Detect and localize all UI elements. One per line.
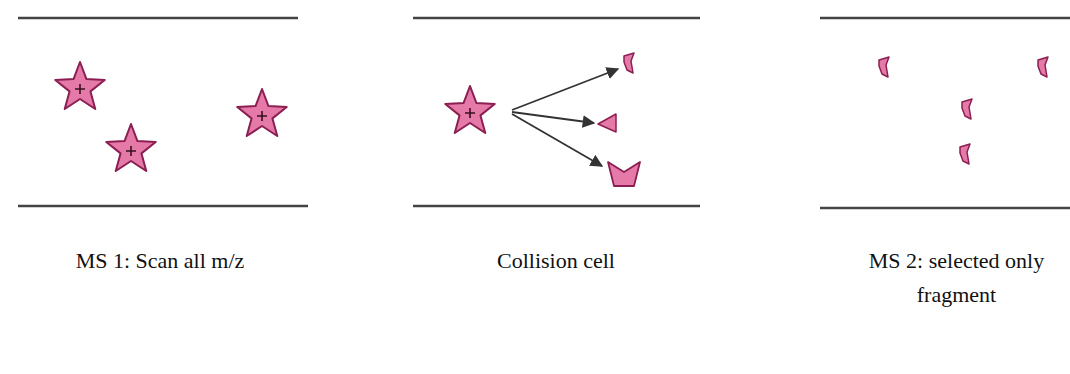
panel-caption: MS 1: Scan all m/z [20, 244, 300, 278]
caption-box: MS 1: Scan all m/z [20, 244, 300, 278]
ion-star [445, 86, 494, 133]
panel-caption: MS 2: selected only fragment [849, 244, 1064, 312]
fragment-arrow [512, 114, 602, 166]
panel-caption: Collision cell [436, 244, 676, 278]
fragment-arrow [512, 69, 618, 110]
fragment [608, 162, 640, 186]
panel-line [18, 205, 308, 208]
panel-line [820, 207, 1070, 210]
fragment [960, 144, 970, 164]
panel-line [18, 17, 298, 20]
fragment [624, 53, 634, 73]
ion-star [237, 89, 286, 136]
caption-box: MS 2: selected only fragment [849, 244, 1064, 312]
panel-line [820, 17, 1070, 20]
panel-line [413, 17, 700, 20]
ion-star [55, 62, 104, 109]
ion-star [106, 124, 155, 171]
fragment [879, 57, 889, 77]
fragment [962, 99, 972, 119]
caption-box: Collision cell [436, 244, 676, 278]
panel-line [413, 205, 700, 208]
fragment [1038, 57, 1048, 77]
fragment [598, 114, 616, 132]
